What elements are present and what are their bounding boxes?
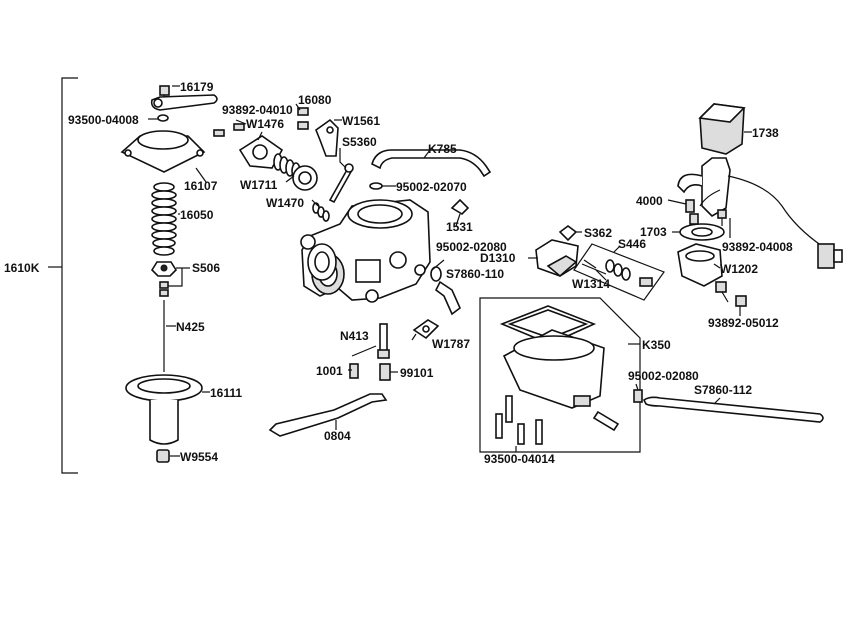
label-S7860-110: S7860-110	[446, 267, 504, 281]
leader-lines-center	[235, 103, 461, 430]
leader-lines-right-mid	[515, 231, 721, 452]
label-95002-02080-a: 95002-02080	[436, 240, 507, 254]
part-bowl-screws	[495, 395, 543, 445]
part-screws-16080	[297, 107, 309, 130]
label-W1711: W1711	[240, 178, 278, 192]
label-93892-04008: 93892-04008	[722, 240, 793, 254]
label-0804: 0804	[324, 429, 351, 443]
part-jet-99101	[379, 363, 391, 381]
label-99101: 99101	[400, 366, 434, 380]
label-95002-02070: 95002-02070	[396, 180, 467, 194]
label-W1470: W1470	[266, 196, 304, 210]
part-hose-k785	[371, 149, 492, 178]
part-washer-small	[157, 114, 169, 122]
assembly-bracket	[48, 77, 78, 474]
label-16050: 16050	[180, 208, 214, 222]
part-throttle-pulley	[307, 243, 337, 281]
label-N413: N413	[340, 329, 369, 343]
label-1738: 1738	[752, 126, 779, 140]
part-cable-bracket	[315, 118, 339, 157]
label-93892-04010: 93892-04010	[222, 103, 293, 117]
part-spring	[151, 182, 177, 256]
part-screws-4000	[685, 199, 699, 225]
part-plate-w1787	[412, 319, 440, 340]
label-16080: 16080	[298, 93, 332, 107]
part-s362	[558, 225, 578, 242]
part-clip-02070	[369, 182, 383, 190]
label-S506: S506	[192, 261, 220, 275]
label-W1314: W1314	[572, 277, 610, 291]
label-16179: 16179	[180, 80, 214, 94]
label-D1310: D1310	[480, 251, 516, 265]
part-hose-0804	[268, 393, 388, 437]
label-93500-04008: 93500-04008	[68, 113, 139, 127]
part-choke-cap-1738	[698, 103, 746, 155]
label-16107: 16107	[184, 179, 218, 193]
label-S446: S446	[618, 237, 646, 251]
part-choke-cover	[238, 135, 284, 169]
part-clip-1531	[450, 198, 470, 216]
label-K350: K350	[642, 338, 671, 352]
label-95002-02080-b: 95002-02080	[628, 369, 699, 383]
part-fitting-02080b	[633, 389, 643, 403]
label-W1787: W1787	[432, 337, 470, 351]
label-93892-05012: 93892-05012	[708, 316, 779, 330]
part-choke-valve	[292, 165, 318, 191]
part-diaphragm-piston	[125, 374, 203, 445]
label-S7860-112: S7860-112	[694, 383, 752, 397]
part-carburetor-body	[300, 199, 431, 303]
label-S362: S362	[584, 226, 612, 240]
part-idle-spring	[312, 202, 330, 222]
part-wire-harness	[699, 175, 843, 269]
label-16111: 16111	[210, 386, 242, 400]
label-93500-04014: 93500-04014	[484, 452, 555, 466]
part-s446-assembly	[573, 243, 665, 301]
part-gasket-1703	[679, 223, 725, 241]
label-K785: K785	[428, 142, 457, 156]
part-screw-04008	[717, 209, 727, 226]
part-bracket-plate	[150, 94, 218, 111]
part-cap-small	[156, 449, 170, 463]
part-hose-s7860-112	[642, 396, 824, 423]
part-screw-long	[328, 163, 354, 204]
label-W1561: W1561	[342, 114, 380, 128]
callout-labels: 16179 93500-04008 16107 16050 S506 N425 …	[68, 80, 793, 466]
label-W1476: W1476	[246, 117, 284, 131]
label-4000: 4000	[636, 194, 663, 208]
part-choke-screws	[213, 123, 245, 137]
part-d1310-block	[535, 239, 579, 278]
part-screws-05012	[715, 281, 747, 307]
part-w1314-pin	[581, 263, 607, 275]
label-W1202: W1202	[720, 262, 758, 276]
part-float-bowl	[502, 329, 605, 409]
label-1531: 1531	[446, 220, 473, 234]
part-holder-w1202	[677, 243, 723, 287]
assembly-label: 1610K	[4, 261, 40, 275]
label-S5360: S5360	[342, 135, 377, 149]
label-N425: N425	[176, 320, 205, 334]
part-jet-1001	[349, 363, 359, 379]
label-W9554: W9554	[180, 450, 218, 464]
leader-lines-right	[667, 131, 752, 316]
part-auto-choke-body	[677, 157, 731, 217]
part-needle-n413	[377, 323, 390, 359]
label-1001: 1001	[316, 364, 343, 378]
part-diaphragm-cover	[120, 130, 206, 173]
label-1703: 1703	[640, 225, 667, 239]
part-needle-clip	[150, 261, 178, 297]
part-hose-s7860-110	[434, 280, 461, 316]
leader-lines-left	[148, 85, 210, 457]
part-drain-screw	[592, 410, 620, 432]
